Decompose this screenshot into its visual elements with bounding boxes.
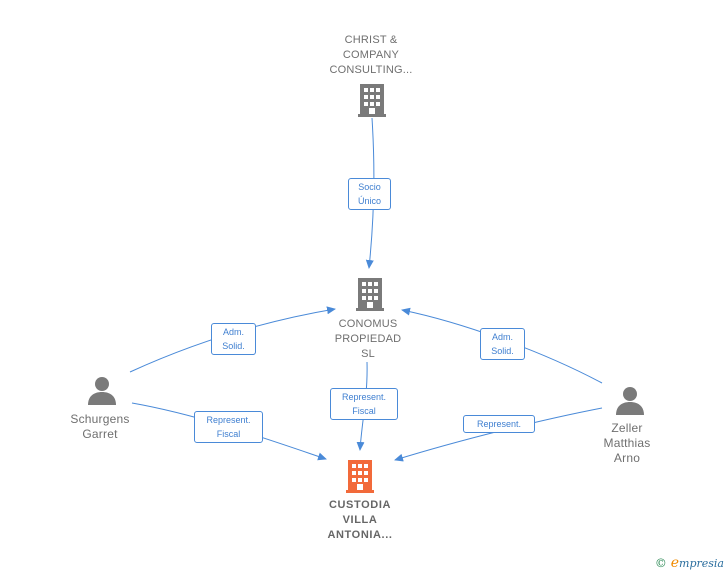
label-line: Arno bbox=[613, 451, 641, 465]
edge-label-adm-solid-right[interactable]: Adm. Solid. bbox=[480, 328, 525, 360]
node-label-christ[interactable]: CHRIST & COMPANY CONSULTING... bbox=[318, 33, 424, 78]
edge-label-line: Solid. bbox=[491, 346, 514, 356]
label-line: COMPANY bbox=[342, 49, 400, 61]
edge-label-line: Único bbox=[357, 196, 381, 206]
edge-label-line: Represent. bbox=[206, 415, 251, 425]
label-line: CUSTODIA bbox=[328, 499, 392, 511]
copyright-symbol: © bbox=[654, 556, 667, 570]
edge-label-line: Adm. bbox=[222, 327, 244, 337]
building-icon-main[interactable] bbox=[346, 460, 374, 493]
label-line: Schurgens bbox=[70, 412, 130, 426]
node-label-custodia[interactable]: CUSTODIA VILLA ANTONIA... bbox=[310, 498, 410, 543]
label-line: Matthias bbox=[603, 436, 651, 450]
edge-label-adm-solid-left[interactable]: Adm. Solid. bbox=[211, 323, 256, 355]
label-line: SL bbox=[361, 348, 375, 360]
label-line: CHRIST & bbox=[344, 34, 398, 46]
label-line: ANTONIA... bbox=[327, 529, 393, 541]
label-line: CONOMUS bbox=[338, 318, 398, 330]
label-line: VILLA bbox=[342, 514, 378, 526]
brand-initial: e bbox=[670, 555, 680, 571]
person-icon[interactable] bbox=[88, 377, 116, 405]
edge-label-line: Represent. bbox=[476, 419, 522, 429]
edge-label-line: Represent. bbox=[341, 392, 387, 402]
edge-label-represent-fiscal-left[interactable]: Represent. Fiscal bbox=[194, 411, 263, 443]
brand-name: mpresia bbox=[679, 557, 724, 570]
node-label-zeller[interactable]: Zeller Matthias Arno bbox=[590, 421, 664, 466]
edge-label-represent-right[interactable]: Represent. bbox=[463, 415, 535, 433]
edge-label-line: Solid. bbox=[222, 341, 245, 351]
person-icon[interactable] bbox=[616, 387, 644, 415]
node-label-conomus[interactable]: CONOMUS PROPIEDAD SL bbox=[318, 317, 418, 362]
edge-label-line: Socio bbox=[358, 182, 381, 192]
edge-label-line: Adm. bbox=[491, 332, 513, 342]
label-line: CONSULTING... bbox=[329, 64, 413, 76]
label-line: Zeller bbox=[611, 421, 643, 435]
edge-label-line: Fiscal bbox=[216, 429, 241, 439]
building-icon[interactable] bbox=[356, 278, 384, 311]
node-label-schurgens[interactable]: Schurgens Garret bbox=[60, 412, 140, 442]
edge-label-represent-fiscal-center[interactable]: Represent. Fiscal bbox=[330, 388, 398, 420]
label-line: Garret bbox=[82, 427, 118, 441]
edge-label-socio-unico[interactable]: Socio Único bbox=[348, 178, 391, 210]
edge-label-line: Fiscal bbox=[352, 406, 376, 416]
building-icon[interactable] bbox=[358, 84, 386, 117]
brand-footer: © empresia bbox=[655, 555, 724, 571]
label-line: PROPIEDAD bbox=[334, 333, 402, 345]
